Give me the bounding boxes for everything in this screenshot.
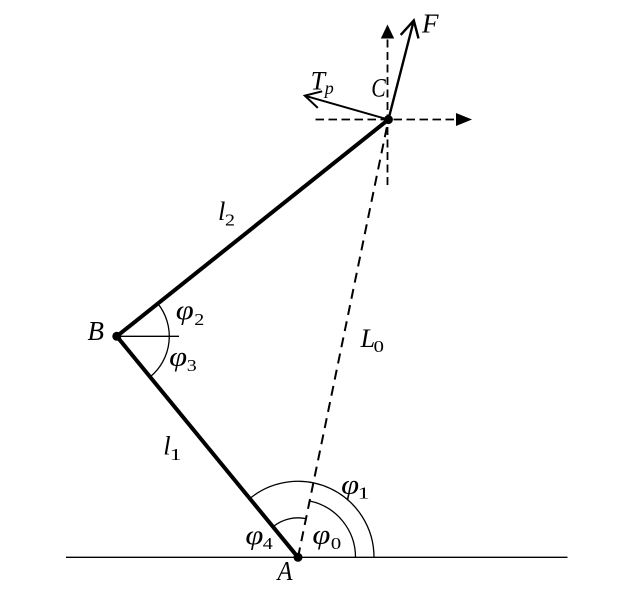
svg-text:1: 1 (358, 484, 370, 503)
svg-text:φ: φ (245, 520, 263, 550)
svg-text:T: T (311, 67, 327, 96)
svg-text:C: C (371, 73, 386, 102)
svg-text:φ: φ (176, 295, 194, 325)
svg-text:l: l (163, 430, 170, 460)
svg-text:φ: φ (312, 519, 330, 549)
svg-text:l: l (218, 196, 225, 226)
svg-text:φ: φ (341, 469, 359, 499)
svg-text:0: 0 (374, 337, 385, 356)
svg-text:2: 2 (225, 211, 235, 230)
svg-text:φ: φ (169, 341, 187, 371)
svg-text:4: 4 (263, 534, 274, 553)
svg-text:1: 1 (170, 445, 182, 464)
svg-text:2: 2 (194, 310, 204, 329)
svg-text:B: B (88, 316, 105, 346)
svg-text:L: L (360, 324, 375, 353)
svg-text:F: F (421, 9, 439, 39)
svg-text:3: 3 (187, 356, 197, 375)
svg-text:p: p (323, 78, 334, 98)
svg-text:A: A (276, 556, 293, 586)
svg-text:0: 0 (331, 534, 342, 553)
